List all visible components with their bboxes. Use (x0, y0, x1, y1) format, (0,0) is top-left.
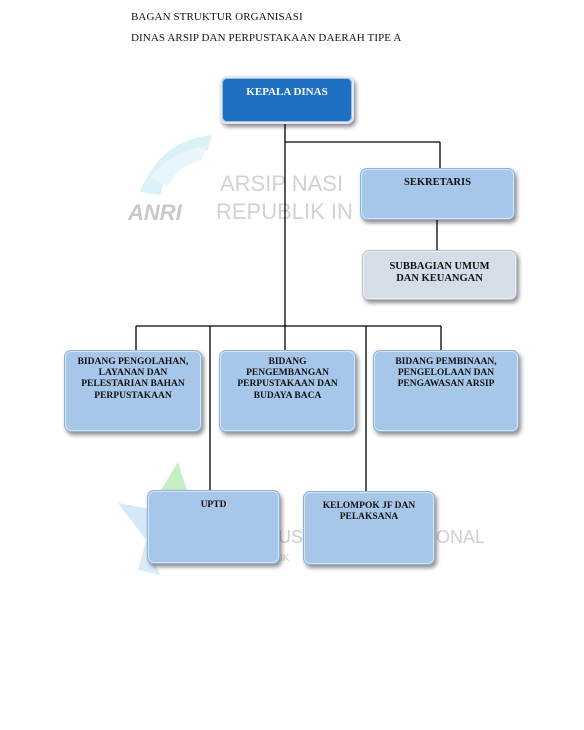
node-kepala-dinas: KEPALA DINAS (220, 76, 354, 124)
node-kelompok-jf-label: KELOMPOK JF DAN PELAKSANA (322, 501, 416, 523)
node-uptd-label: UPTD (200, 500, 227, 510)
node-bidang-pengembangan-label: BIDANG PENGEMBANGAN PERPUSTAKAAN DAN BUD… (237, 357, 338, 401)
anri-watermark-logo-text: ANRI (128, 200, 182, 225)
node-bidang-pembinaan: BIDANG PEMBINAAN, PENGELOLAAN DAN PENGAW… (373, 350, 519, 432)
node-sekretaris-label: SEKRETARIS (404, 177, 471, 188)
node-bidang-pengembangan: BIDANG PENGEMBANGAN PERPUSTAKAAN DAN BUD… (219, 350, 356, 432)
node-kepala-dinas-label: KEPALA DINAS (246, 86, 328, 98)
node-subbagian-label: SUBBAGIAN UMUM DAN KEUANGAN (389, 261, 490, 285)
node-sekretaris: SEKRETARIS (360, 168, 515, 220)
perpusnas-watermark-line1b: ONAL (436, 527, 486, 547)
node-subbagian-umum-keuangan: SUBBAGIAN UMUM DAN KEUANGAN (362, 250, 517, 300)
node-bidang-pengolahan: BIDANG PENGOLAHAN, LAYANAN DAN PELESTARI… (64, 350, 202, 432)
node-uptd: UPTD (147, 490, 280, 564)
node-kelompok-jf: KELOMPOK JF DAN PELAKSANA (303, 491, 435, 565)
anri-watermark-line1: ARSIP NASI (220, 171, 344, 196)
node-bidang-pengolahan-label: BIDANG PENGOLAHAN, LAYANAN DAN PELESTARI… (77, 357, 189, 401)
perpusnas-watermark-line2: IK (280, 553, 290, 564)
perpusnas-watermark-line1: US (278, 527, 304, 547)
node-bidang-pembinaan-label: BIDANG PEMBINAAN, PENGELOLAAN DAN PENGAW… (395, 357, 497, 390)
document-subtitle: DINAS ARSIP DAN PERPUSTAKAAN DAERAH TIPE… (131, 32, 402, 44)
document-title: BAGAN STRUKTUR ORGANISASI (131, 11, 303, 23)
